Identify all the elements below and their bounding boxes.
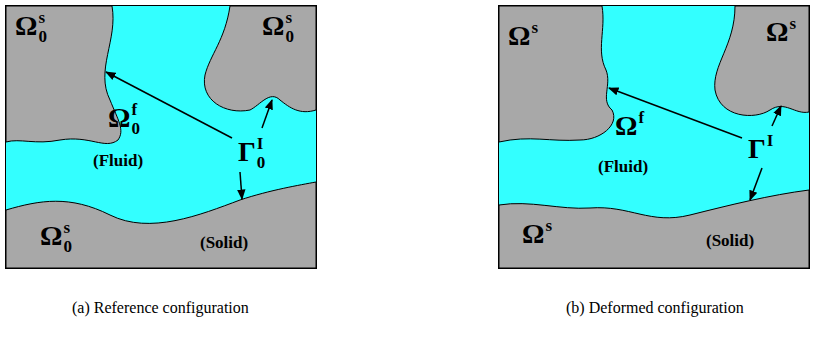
fluid-region xyxy=(6,6,317,269)
symbol-base: Ω xyxy=(615,112,637,140)
superscript: I xyxy=(767,132,774,149)
superscript: s xyxy=(531,19,538,36)
solid-region xyxy=(204,6,316,112)
subscript: 0 xyxy=(38,28,47,45)
superscript: f xyxy=(131,101,137,118)
symbol-base: Γ xyxy=(748,135,766,163)
superscript: s xyxy=(789,15,796,32)
symbol-base: Ω xyxy=(15,12,37,40)
region-label: (Solid) xyxy=(706,232,754,249)
subscript: 0 xyxy=(131,120,140,137)
panel-frame xyxy=(499,6,810,269)
leader-arrow xyxy=(772,106,781,126)
fluid-region xyxy=(499,6,810,269)
symbol-base: Ω xyxy=(522,220,544,248)
leader-arrow xyxy=(240,172,242,199)
solid-region xyxy=(6,6,121,144)
region-label: (Fluid) xyxy=(93,152,143,169)
subscript: 0 xyxy=(63,238,72,255)
region-label: (Solid) xyxy=(200,234,248,251)
superscript: f xyxy=(638,109,644,126)
symbol-base: Ω xyxy=(766,18,788,46)
symbol-base: Γ xyxy=(238,138,256,166)
solid-region xyxy=(715,6,809,115)
subscript: 0 xyxy=(257,154,266,171)
superscript: s xyxy=(545,217,552,234)
solid-region xyxy=(499,6,614,142)
leader-arrow xyxy=(750,168,762,200)
solid-region xyxy=(499,190,809,268)
superscript: I xyxy=(257,135,264,152)
symbol-base: Ω xyxy=(508,22,530,50)
symbol-base: Ω xyxy=(262,12,284,40)
region-label: (Fluid) xyxy=(598,158,648,175)
leader-arrow xyxy=(262,100,272,128)
superscript: s xyxy=(285,9,292,26)
superscript: s xyxy=(38,9,45,26)
panel-caption: (b) Deformed configuration xyxy=(566,300,744,316)
subscript: 0 xyxy=(285,28,294,45)
panel-frame xyxy=(6,6,317,269)
panel-caption: (a) Reference configuration xyxy=(72,300,249,316)
symbol-base: Ω xyxy=(108,104,130,132)
superscript: s xyxy=(63,219,70,236)
solid-region xyxy=(6,182,316,268)
leader-arrow xyxy=(106,72,232,138)
symbol-base: Ω xyxy=(40,222,62,250)
